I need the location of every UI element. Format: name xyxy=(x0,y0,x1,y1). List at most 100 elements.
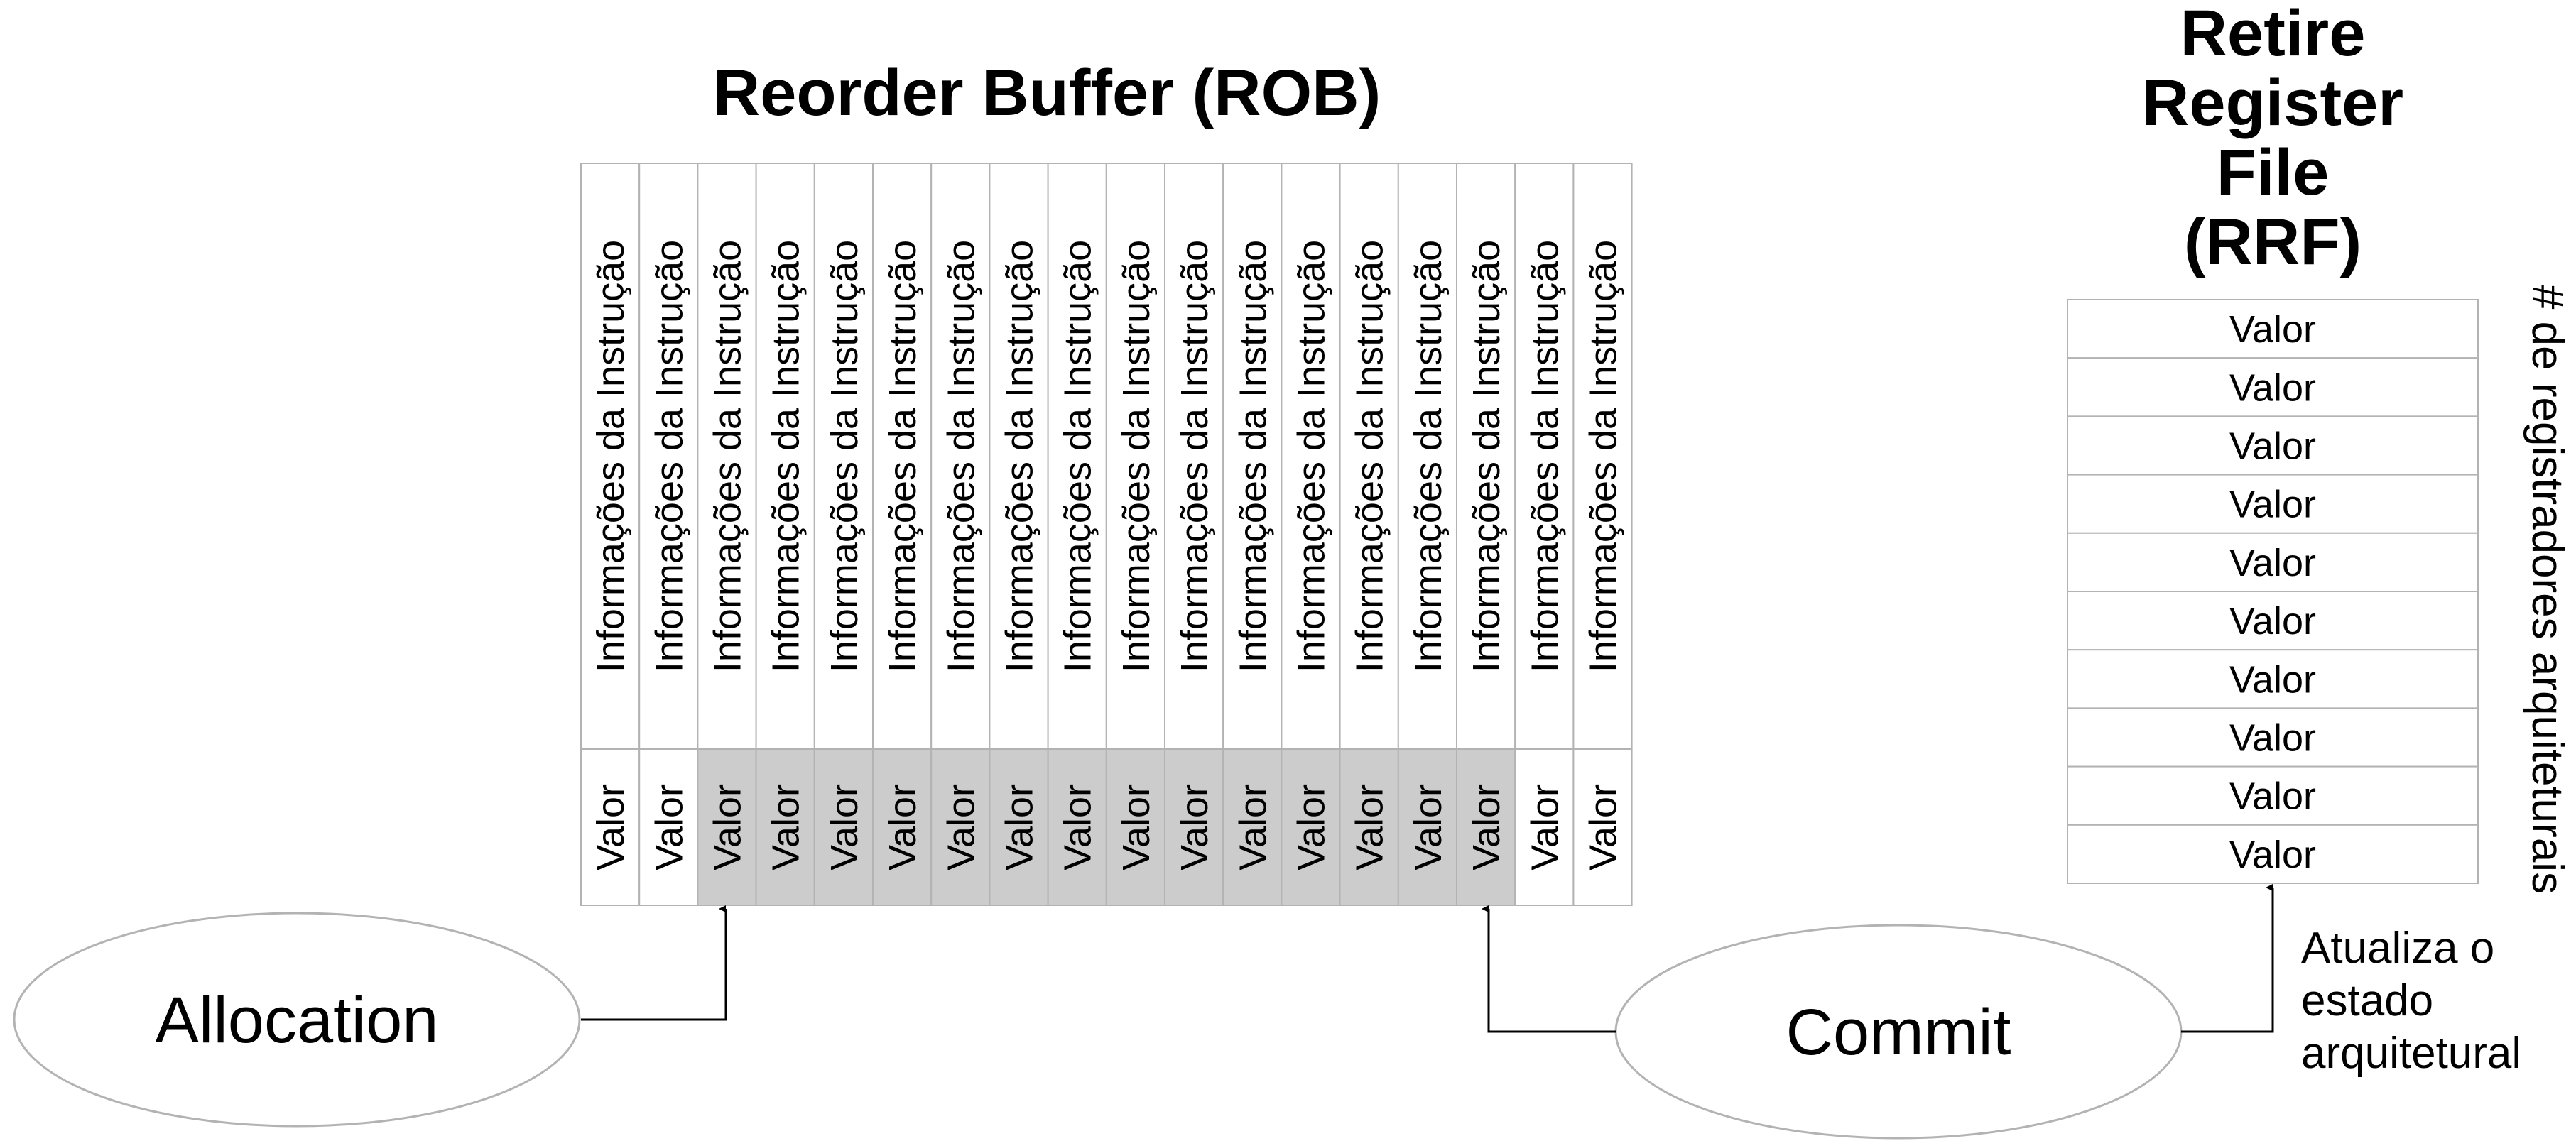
rob-info-label: Informações da Instrução xyxy=(589,240,632,672)
rob-value-cell xyxy=(580,748,641,906)
rob-info-label: Informações da Instrução xyxy=(765,240,808,672)
rrf-cell xyxy=(2067,415,2479,476)
rob-info-cell xyxy=(1397,163,1458,750)
rob-info-cell xyxy=(638,163,699,750)
rrf-cell xyxy=(2067,707,2479,768)
rob-value-cell-occupied xyxy=(813,748,874,906)
rrf-title-line-3: File xyxy=(2217,136,2329,209)
rrf-title-line-1: Retire xyxy=(2180,0,2366,70)
rob-info-label: Informações da Instrução xyxy=(1465,240,1508,672)
rob-value-label: Valor xyxy=(1407,784,1450,870)
rob-info-label: Informações da Instrução xyxy=(1349,240,1391,672)
rob-value-label: Valor xyxy=(1523,784,1566,870)
rob-value-label: Valor xyxy=(1232,784,1274,870)
rob-value-cell xyxy=(1514,748,1575,906)
rrf-value-label: Valor xyxy=(2229,484,2316,526)
rrf-row: Valor xyxy=(2067,707,2479,768)
rob-info-cell xyxy=(1222,163,1283,750)
rrf-value-label: Valor xyxy=(2229,542,2316,584)
rob-info-label: Informações da Instrução xyxy=(648,240,690,672)
rrf-value-label: Valor xyxy=(2229,600,2316,643)
rob-value-cell-occupied xyxy=(1047,748,1107,906)
rob-value-label: Valor xyxy=(999,784,1041,870)
rob-info-cell xyxy=(1047,163,1107,750)
allocation-ellipse xyxy=(13,912,581,1128)
rrf-row: Valor xyxy=(2067,474,2479,534)
rob-value-cell-occupied xyxy=(1339,748,1399,906)
rob-info-label: Informações da Instrução xyxy=(1523,240,1566,672)
rob-info-label: Informações da Instrução xyxy=(881,240,924,672)
rob-value-label: Valor xyxy=(1290,784,1333,870)
allocation-label: Allocation xyxy=(156,984,439,1057)
rrf-row: Valor xyxy=(2067,765,2479,826)
rob-info-label: Informações da Instrução xyxy=(1173,240,1216,672)
rob-title: Reorder Buffer (ROB) xyxy=(713,57,1381,129)
rob-value-cell-occupied xyxy=(697,748,757,906)
rrf-title-line-4: (RRF) xyxy=(2184,206,2362,278)
rrf-row: Valor xyxy=(2067,591,2479,651)
rrf-cell xyxy=(2067,649,2479,709)
commit-note: Atualiza o estado arquitetural xyxy=(2301,924,2521,1078)
rob-info-cell xyxy=(1456,163,1516,750)
rob-info-label: Informações da Instrução xyxy=(1290,240,1333,672)
rrf-value-label: Valor xyxy=(2229,308,2316,351)
rob-value-label: Valor xyxy=(1349,784,1391,870)
rob-value-label: Valor xyxy=(1582,784,1625,870)
rob-value-label: Valor xyxy=(648,784,690,870)
rob-info-label: Informações da Instrução xyxy=(1582,240,1625,672)
rrf-side-label: # de registradores arquiteturais xyxy=(2523,285,2572,894)
rrf-cell xyxy=(2067,591,2479,651)
rob-value-label: Valor xyxy=(1465,784,1508,870)
rob-info-label: Informações da Instrução xyxy=(823,240,866,672)
rrf-value-label: Valor xyxy=(2229,658,2316,701)
rrf-cell xyxy=(2067,357,2479,417)
rrf-cell xyxy=(2067,824,2479,885)
rob-info-cell xyxy=(580,163,641,750)
rob-info-cell xyxy=(1164,163,1224,750)
rrf-title-line-2: Register xyxy=(2142,67,2403,139)
rrf-value-label: Valor xyxy=(2229,775,2316,818)
rrf-title: Retire Register File (RRF) xyxy=(2142,0,2403,278)
rob-info-cell xyxy=(1572,163,1633,750)
rob-info-label: Informações da Instrução xyxy=(707,240,749,672)
rrf-value-label: Valor xyxy=(2229,717,2316,760)
rob-info-label: Informações da Instrução xyxy=(999,240,1041,672)
rrf-row: Valor xyxy=(2067,299,2479,359)
rrf-value-label: Valor xyxy=(2229,834,2316,876)
note-line-2: estado xyxy=(2301,976,2433,1025)
rrf-cell xyxy=(2067,474,2479,534)
rrf-row: Valor xyxy=(2067,357,2479,417)
rrf-row: Valor xyxy=(2067,415,2479,476)
rob-value-label: Valor xyxy=(765,784,808,870)
rob-buffer: Informações da InstruçãoValorInformações… xyxy=(580,163,1633,906)
rob-value-label: Valor xyxy=(1057,784,1099,870)
rob-info-label: Informações da Instrução xyxy=(1057,240,1099,672)
allocation-arrow xyxy=(581,905,727,1021)
note-line-3: arquitetural xyxy=(2301,1029,2521,1078)
rrf-value-label: Valor xyxy=(2229,366,2316,409)
rob-value-label: Valor xyxy=(940,784,982,870)
note-line-1: Atualiza o xyxy=(2301,924,2494,973)
rob-value-cell-occupied xyxy=(872,748,933,906)
rrf-cell xyxy=(2067,299,2479,359)
rob-value-cell-occupied xyxy=(1164,748,1224,906)
rob-value-label: Valor xyxy=(881,784,924,870)
rrf-cell xyxy=(2067,765,2479,826)
commit-to-rob-arrow xyxy=(1482,905,1616,1033)
rob-info-cell xyxy=(697,163,757,750)
rob-value-label: Valor xyxy=(1115,784,1158,870)
rob-value-label: Valor xyxy=(589,784,632,870)
